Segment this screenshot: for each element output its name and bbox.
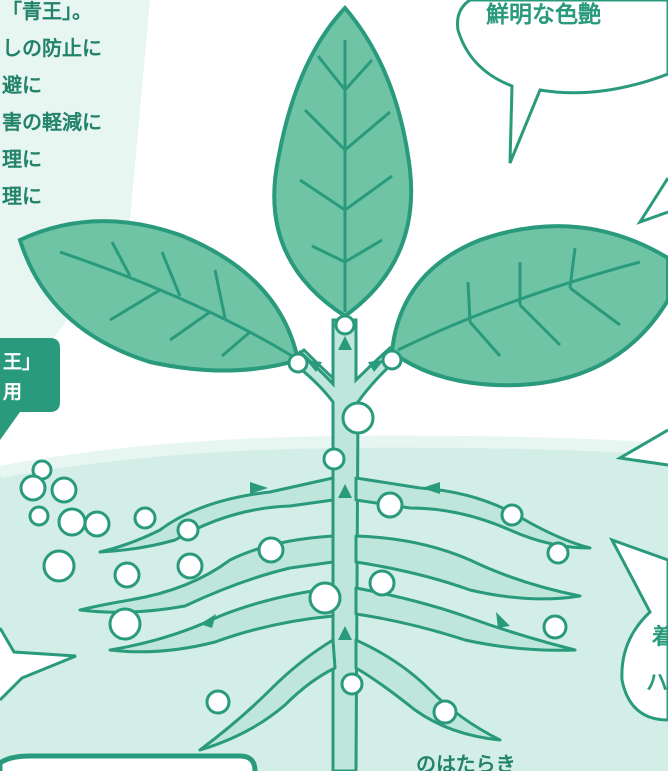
arrow-main-stem-top	[338, 336, 352, 350]
right-bubble-tail	[636, 177, 668, 225]
right-bottom-bubble	[608, 537, 668, 722]
bubble	[50, 476, 78, 504]
bubble	[176, 552, 204, 580]
left-star-burst	[0, 627, 77, 702]
left-text-line3: 避に	[2, 73, 42, 97]
bubble	[368, 569, 396, 597]
root-system	[78, 476, 592, 752]
bubble	[287, 352, 309, 374]
right-leaf-vein	[397, 247, 641, 357]
badge-box	[0, 338, 60, 440]
left-text-line6: 理に	[2, 184, 42, 208]
arrow-left-stem	[306, 360, 322, 372]
root-low-right	[354, 586, 577, 652]
nutrient-bubbles	[19, 314, 570, 725]
bubble	[257, 536, 285, 564]
top-speech-bubble	[456, 0, 668, 164]
bubble	[308, 581, 342, 615]
arrow-main-stem-low	[338, 626, 352, 640]
arrow-upper-right-root	[422, 482, 440, 494]
bubble	[334, 314, 356, 336]
left-text-line5: 理に	[2, 147, 42, 171]
bubble	[113, 561, 141, 589]
root-low-left	[108, 586, 335, 654]
bubble	[542, 614, 568, 640]
left-leaf-vein	[59, 241, 293, 358]
left-text-block: 「青王」。 しの防止に 避に 害の軽減に 理に 理に	[2, 0, 102, 208]
badge-line2: 用	[3, 381, 22, 403]
left-leaf	[17, 219, 301, 373]
bubble	[500, 503, 524, 527]
left-text-line2: しの防止に	[2, 36, 102, 60]
bottom-caption: のはたらき	[416, 752, 516, 771]
top-bubble-text: 鮮明な色艶	[486, 1, 601, 28]
bottom-left-box	[0, 753, 258, 771]
bubble	[546, 541, 570, 565]
right-bubble-text-line1: 着	[651, 624, 668, 650]
top-leaf-vein	[299, 40, 393, 312]
bubble	[322, 447, 346, 471]
bubble	[340, 672, 364, 696]
bubble	[176, 518, 200, 542]
bubble	[83, 510, 111, 538]
bubble	[205, 689, 231, 715]
root-upper-left	[98, 476, 335, 554]
bubble	[376, 491, 404, 519]
bubble	[381, 349, 403, 371]
root-bottom-right	[354, 638, 502, 742]
bubble	[108, 607, 142, 641]
right-middle-bubble	[615, 428, 668, 467]
top-leaf	[272, 5, 414, 319]
bubble	[133, 506, 157, 530]
root-mid-right	[354, 534, 582, 601]
arrow-low-right-root	[496, 612, 510, 628]
bubble	[28, 505, 50, 527]
bubble	[19, 474, 47, 502]
arrow-main-stem-mid	[338, 484, 352, 498]
flow-arrows	[200, 336, 510, 640]
arrow-upper-left-root	[250, 482, 268, 494]
badge-line1: 王」	[3, 351, 41, 373]
right-leaf	[389, 224, 668, 388]
left-text-line1: 「青王」。	[2, 0, 92, 23]
root-upper-right	[354, 476, 592, 550]
right-bubble-text-line2: ハ	[646, 671, 668, 696]
pale-band	[0, 0, 150, 400]
left-text-line4: 害の軽減に	[2, 110, 102, 134]
arrow-low-left-root	[200, 614, 216, 628]
arrow-right-stem	[368, 360, 384, 372]
root-bottom-left	[198, 638, 337, 752]
bubble	[57, 507, 87, 537]
bubble	[42, 549, 76, 583]
bubble	[432, 699, 458, 725]
bubble	[341, 401, 375, 435]
